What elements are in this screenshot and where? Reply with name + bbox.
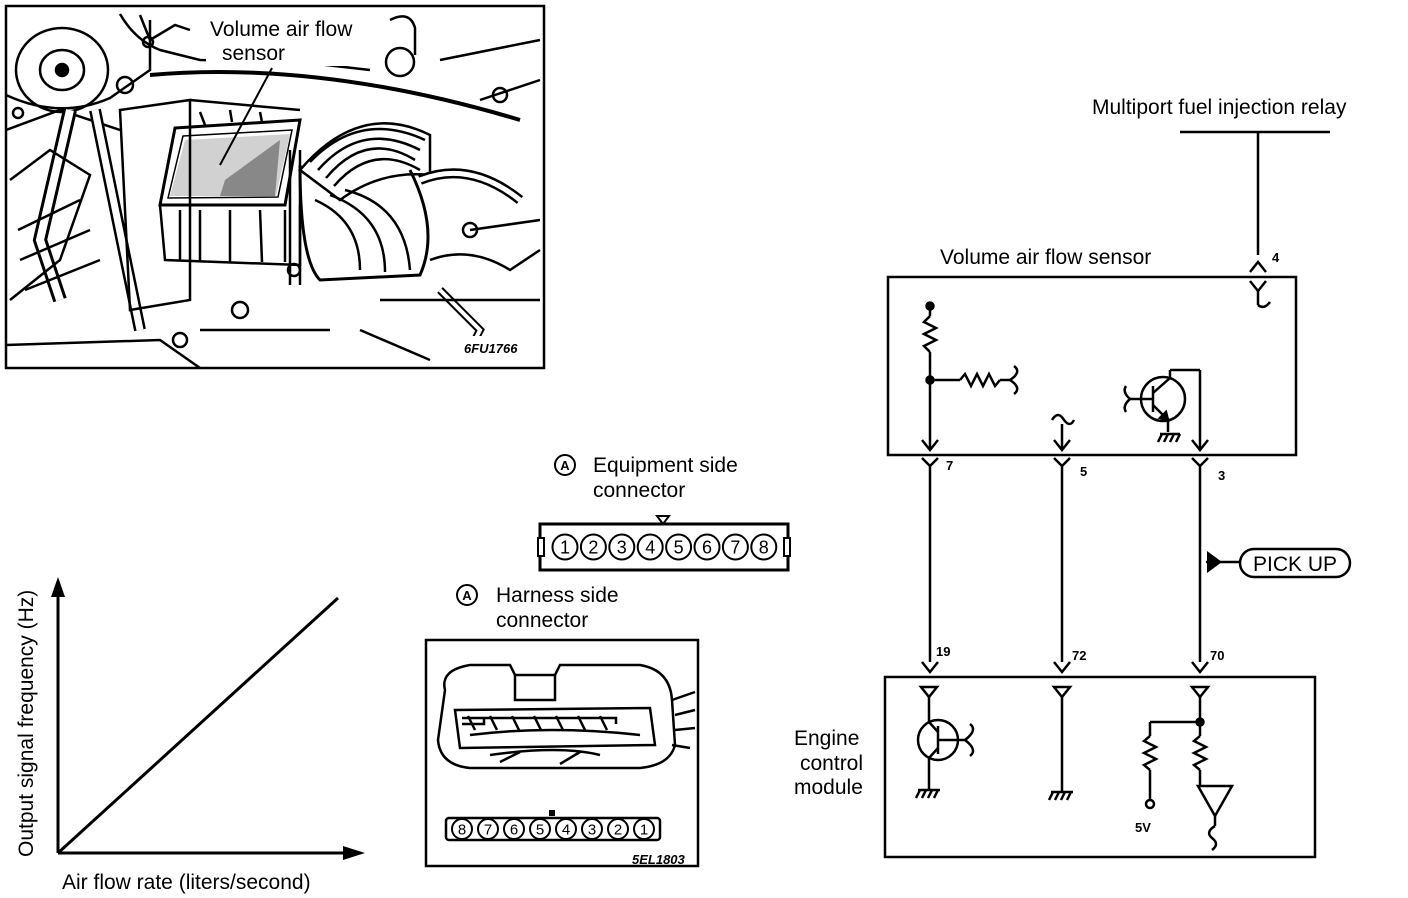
connector-pin-outline	[633, 818, 655, 840]
pin-7-label: 7	[946, 458, 953, 473]
linear-response-line	[56, 596, 340, 855]
wiring-schematic: Multiport fuel injection relay Volume ai…	[794, 96, 1352, 859]
harness-label-line2: connector	[496, 609, 588, 632]
ecm-input-chevrons	[921, 661, 1209, 675]
connector-pin-outline	[529, 818, 551, 840]
connector-pin-number: 4	[562, 821, 570, 838]
connector-pin-outline	[503, 818, 525, 840]
harness-key-marker	[549, 810, 555, 816]
connector-pin-outline	[607, 818, 629, 840]
ecm-ground-input	[1047, 685, 1073, 801]
connector-pin-outline	[750, 533, 778, 561]
marker-a-circle	[554, 454, 576, 476]
connector-pin-number: 6	[702, 537, 712, 557]
relay-label: Multiport fuel injection relay	[1092, 96, 1347, 119]
ecm-box	[883, 675, 1317, 859]
ecm-pullup-buffer	[1141, 685, 1235, 851]
connector-pin-number: 1	[560, 537, 570, 557]
pickup-label: PICK UP	[1253, 553, 1337, 576]
harness-photo-frame	[424, 638, 700, 868]
pin-4-connector	[1249, 259, 1271, 309]
connector-pin-outline	[477, 818, 499, 840]
connector-pin-number: 5	[536, 821, 544, 838]
pickup-probe: PICK UP	[1206, 547, 1352, 579]
connector-pin-number: 7	[730, 537, 740, 557]
equipment-label-line2: connector	[593, 479, 685, 502]
connector-pin-outline	[665, 533, 693, 561]
y-axis-arrow	[51, 577, 65, 597]
harness-pins: 8 7 6 5 4 3 2 1	[451, 818, 655, 840]
engine-photo-label-line2: sensor	[222, 42, 285, 65]
connector-pin-outline	[608, 533, 636, 561]
connector-pin-outline	[693, 533, 721, 561]
harness-connector-body	[444, 816, 662, 842]
marker-a-circle-harness	[456, 584, 478, 606]
ecm-label-line2: control	[800, 752, 863, 775]
harness-label-line1: Harness side	[496, 584, 619, 607]
engine-photo-code: 6FU1766	[464, 341, 518, 356]
equipment-marker-letter: A	[560, 458, 570, 473]
equipment-connector-latch-left	[537, 537, 545, 557]
sensor-transistor	[1123, 368, 1202, 448]
harness-plug-drawing	[436, 663, 696, 770]
pin-3-label: 3	[1218, 468, 1225, 483]
x-axis-arrow	[343, 846, 365, 860]
pin-19-label: 19	[936, 644, 950, 659]
pin-5-label: 5	[1080, 464, 1087, 479]
equipment-connector-latch-right	[783, 537, 791, 557]
y-axis-label: Output signal frequency (Hz)	[15, 590, 38, 857]
connector-pin-outline	[451, 818, 473, 840]
harness-marker-letter: A	[462, 588, 472, 603]
sensor-output-connectors	[921, 439, 1209, 662]
ecm-label-line1: Engine	[794, 727, 859, 750]
sensor-box-label: Volume air flow sensor	[940, 246, 1151, 269]
ecm-transistor	[914, 685, 975, 799]
connector-pin-number: 3	[617, 537, 627, 557]
pin-70-label: 70	[1210, 648, 1224, 663]
connector-pin-number: 1	[640, 821, 648, 838]
code-backdrop	[460, 336, 542, 358]
x-axis-label: Air flow rate (liters/second)	[62, 871, 311, 894]
frequency-graph: Air flow rate (liters/second) Output sig…	[15, 577, 365, 894]
harness-connector-group: A Harness side connector 8 7 6 5 4 3 2 1 5EL180…	[424, 584, 700, 868]
pin-4-label: 4	[1272, 250, 1280, 265]
engine-photo	[4, 4, 546, 370]
label-backdrop	[206, 14, 384, 66]
connector-pin-number: 8	[759, 537, 769, 557]
connector-pin-number: 4	[645, 537, 655, 557]
sensor-middle-stub	[1050, 413, 1076, 448]
connector-pin-outline	[721, 533, 749, 561]
equipment-label-line1: Equipment side	[593, 454, 738, 477]
connector-pin-number: 2	[614, 821, 622, 838]
connector-pin-number: 3	[588, 821, 596, 838]
ecm-label-line3: module	[794, 776, 863, 799]
connector-pin-outline	[551, 533, 579, 561]
engine-photo-label-line1: Volume air flow	[210, 18, 353, 41]
connector-pin-number: 5	[674, 537, 684, 557]
sensor-resistor-network	[921, 301, 1019, 448]
connector-pin-number: 8	[458, 821, 466, 838]
connector-pin-outline	[555, 818, 577, 840]
connector-pin-outline	[581, 818, 603, 840]
connector-pin-number: 7	[484, 821, 492, 838]
connector-pin-outline	[636, 533, 664, 561]
connector-pin-number: 6	[510, 821, 518, 838]
sensor-box	[886, 275, 1298, 457]
engine-photo-labels: Volume air flow sensor 6FU1766	[206, 14, 542, 358]
supply-5v-label: 5V	[1135, 820, 1151, 835]
connector-pin-outline	[579, 533, 607, 561]
pin-72-label: 72	[1072, 648, 1086, 663]
harness-code: 5EL1803	[632, 852, 686, 867]
equipment-key-marker	[655, 515, 671, 526]
connector-pin-number: 2	[588, 537, 598, 557]
